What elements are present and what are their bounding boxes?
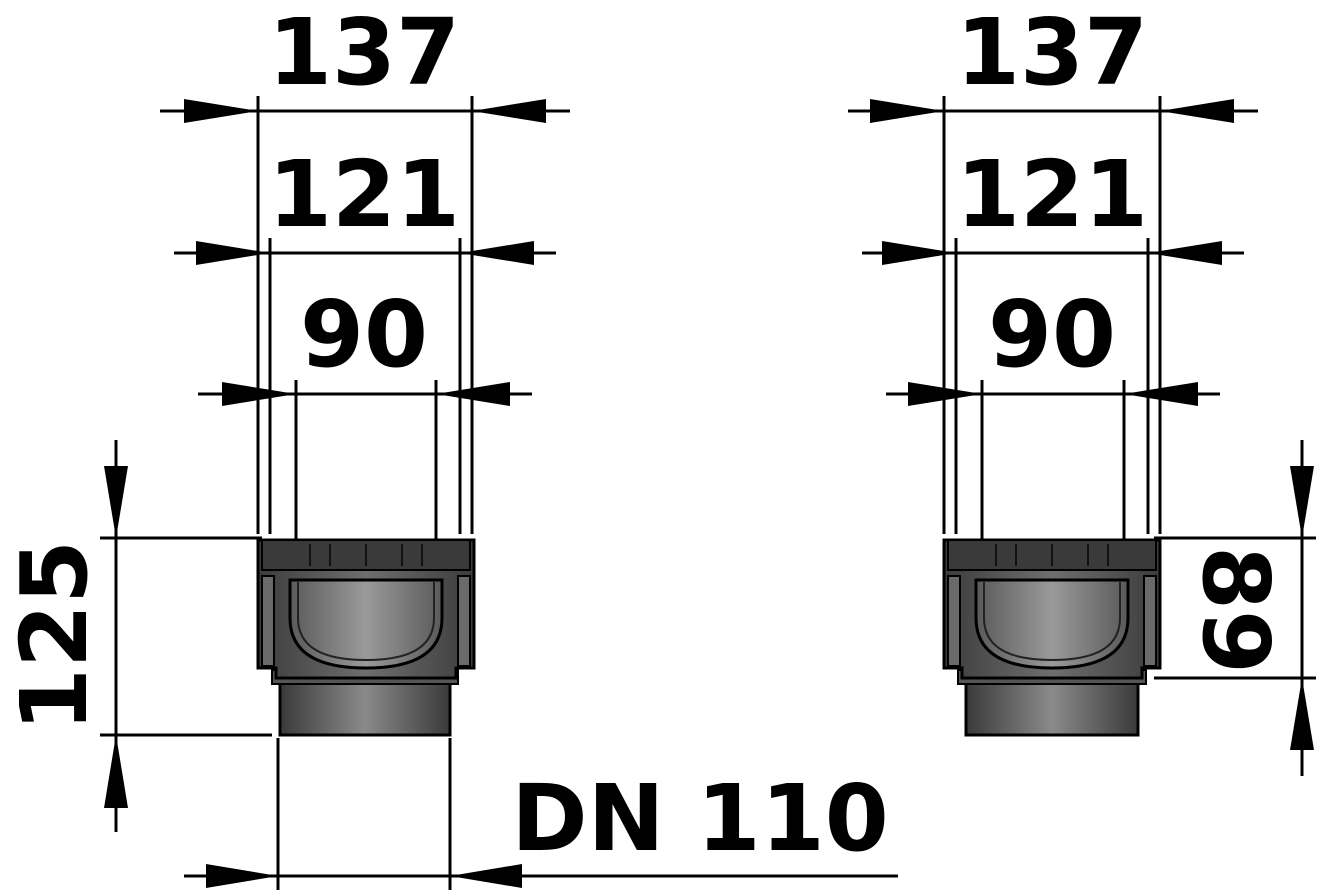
right-channel-body bbox=[942, 538, 1162, 737]
right-dim-90-label: 90 bbox=[988, 281, 1116, 388]
left-dim-90-label: 90 bbox=[300, 281, 428, 388]
left-dim-121-label: 121 bbox=[268, 141, 460, 248]
right-dim-137-label: 137 bbox=[956, 0, 1148, 106]
right-dim-89-label: 89 bbox=[1182, 546, 1289, 674]
outlet-dimension: DN 110 bbox=[184, 738, 898, 890]
left-dim-137-label: 137 bbox=[268, 0, 460, 106]
left-dimension-lines bbox=[160, 96, 570, 560]
right-dim-89-lines bbox=[1154, 440, 1316, 776]
left-view: 137 121 90 125 bbox=[1, 0, 898, 890]
right-view: 137 121 90 89 bbox=[848, 0, 1316, 776]
right-dim-121-label: 121 bbox=[956, 141, 1148, 248]
outlet-dn-label: DN 110 bbox=[511, 765, 888, 872]
left-channel-body bbox=[256, 538, 476, 737]
left-dim-125-lines bbox=[100, 440, 272, 832]
right-dimension-lines bbox=[848, 96, 1258, 560]
left-dim-125-label: 125 bbox=[1, 540, 108, 732]
